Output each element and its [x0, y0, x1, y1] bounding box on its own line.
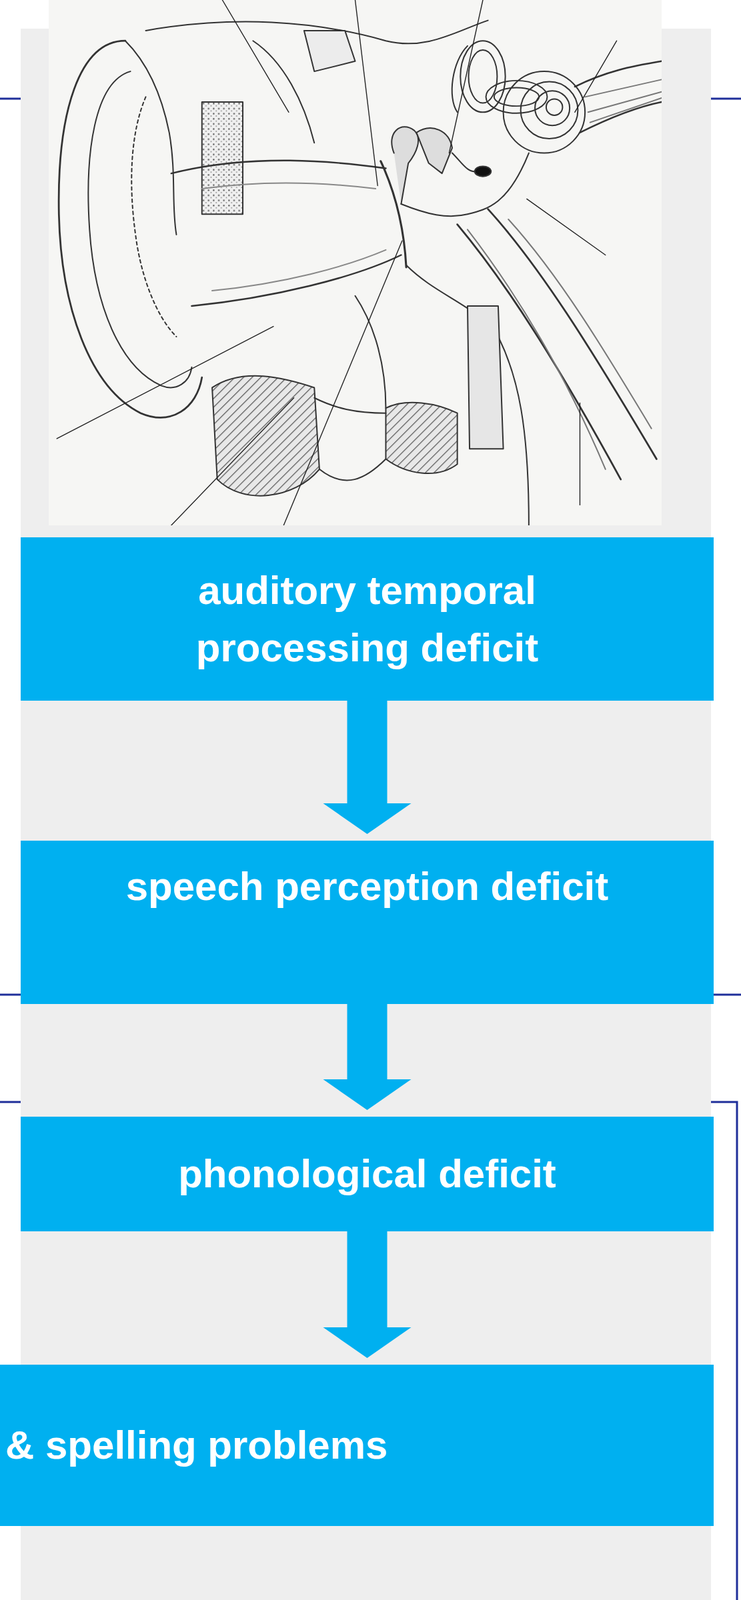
process-box: auditory temporal processing deficit — [20, 537, 714, 701]
block-arrow — [323, 700, 412, 835]
box-label: phonological deficit — [178, 1145, 557, 1203]
ear-illustration — [48, 0, 662, 526]
process-box: speech perception deficit — [20, 841, 714, 1005]
block-arrow — [323, 1004, 412, 1111]
process-box: phonological deficit — [20, 1117, 714, 1232]
block-arrow — [323, 1231, 412, 1359]
process-box: & spelling problems — [0, 1365, 714, 1527]
box-label: speech perception deficit — [126, 858, 609, 916]
box-label: auditory temporal processing deficit — [134, 562, 601, 676]
box-label: & spelling problems — [5, 1417, 388, 1474]
